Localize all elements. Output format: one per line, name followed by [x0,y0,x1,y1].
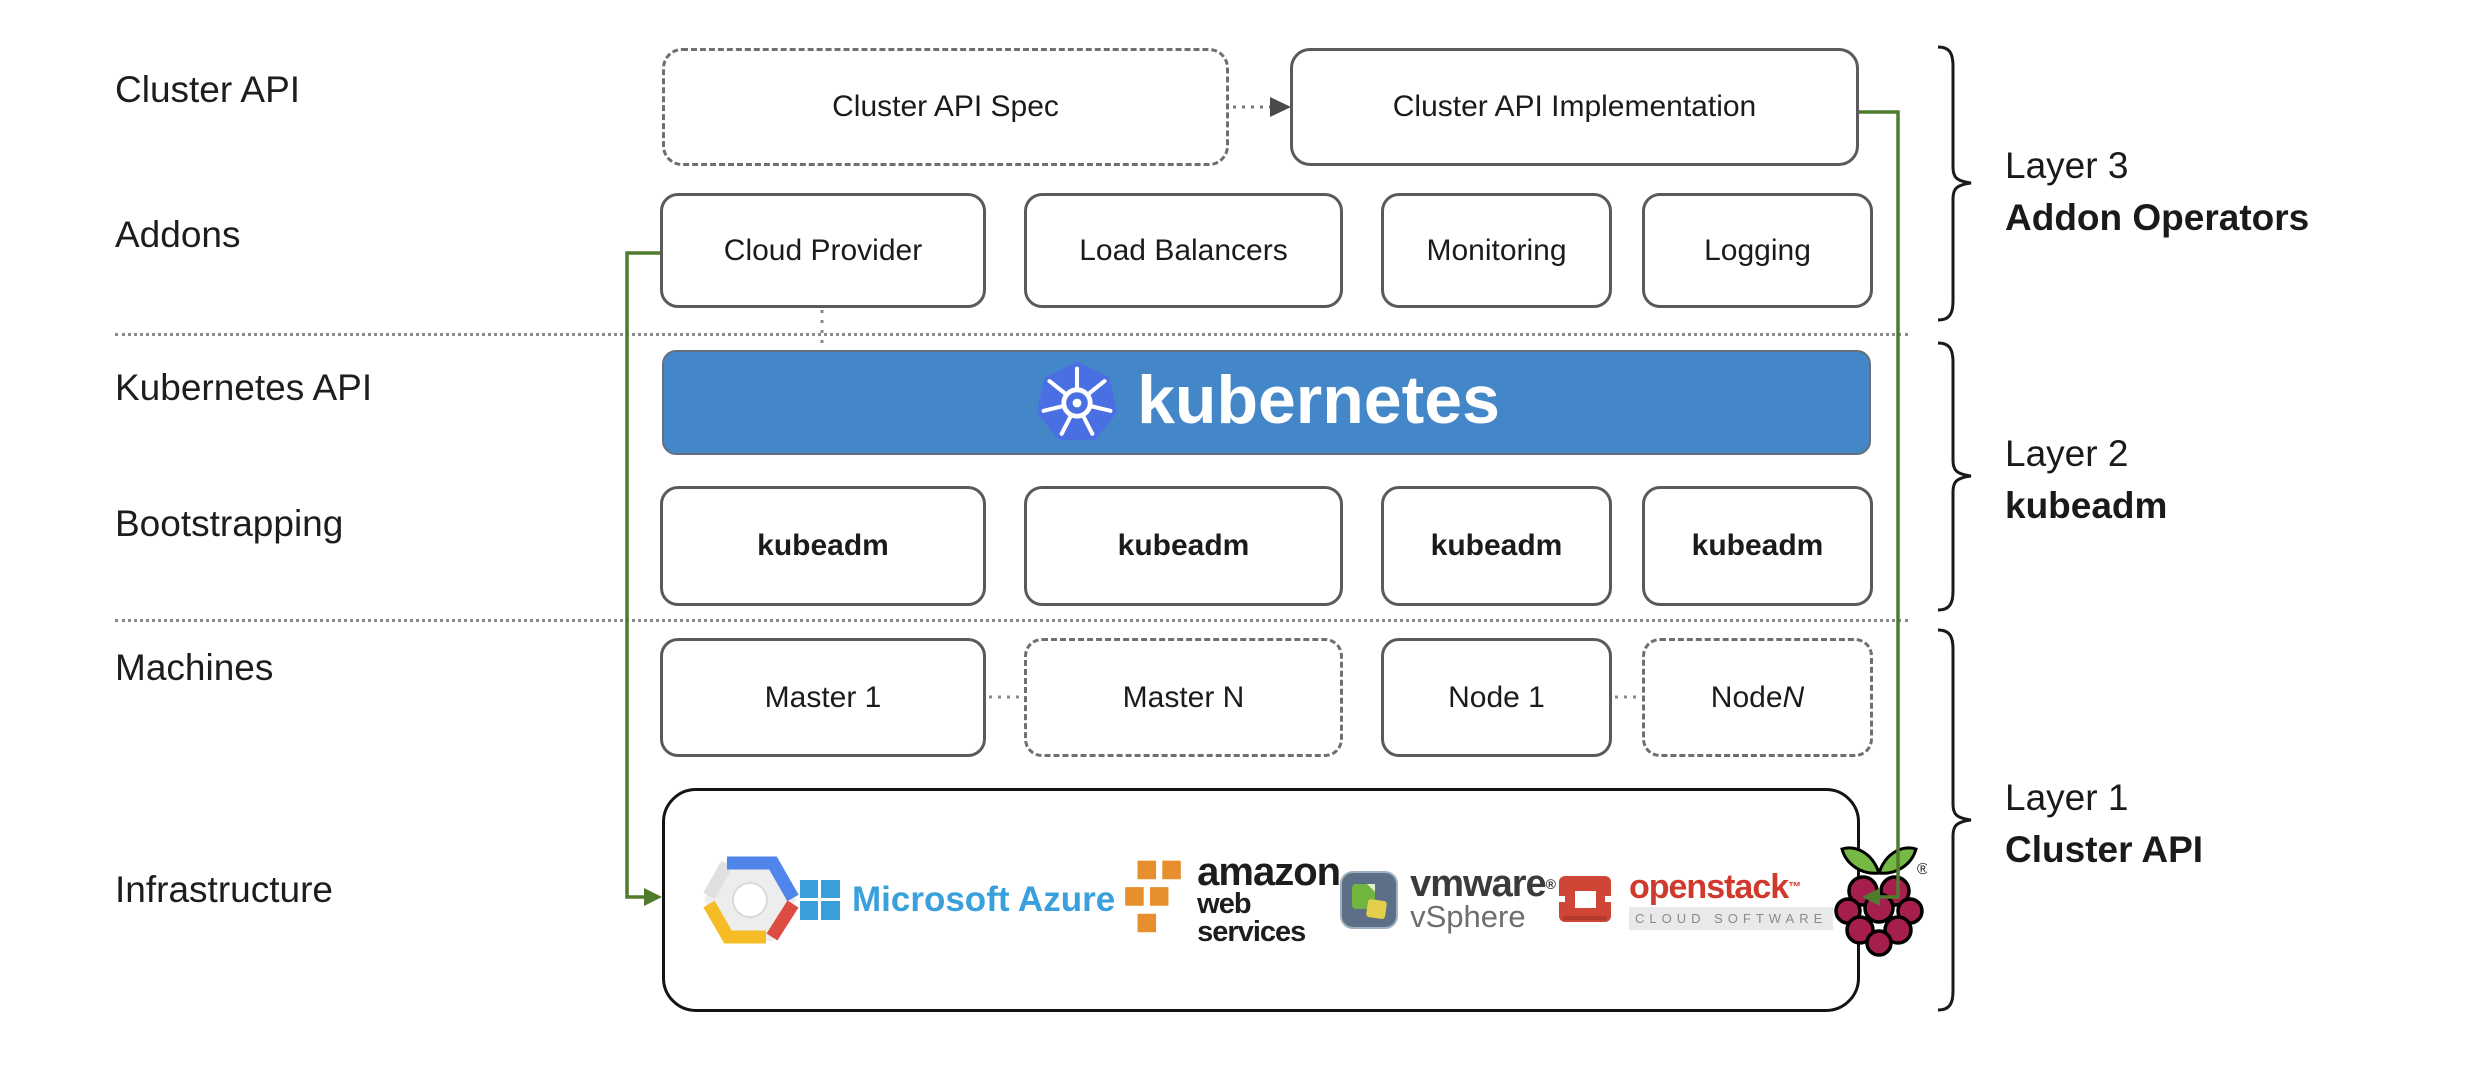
addons-box-logging: Logging [1642,193,1873,308]
cluster-api-implementation-box: Cluster API Implementation [1290,48,1859,166]
kubernetes-logo-icon [1033,359,1121,447]
dotted-separator-bottom [115,619,1908,622]
addons-box-cloud-provider: Cloud Provider [660,193,986,308]
kubeadm-box-1: kubeadm [660,486,986,606]
kubeadm-box-4: kubeadm [1642,486,1873,606]
green-arrowhead-left-icon [644,888,662,906]
cluster-api-spec-box: Cluster API Spec [662,48,1229,166]
vmware-label: vmware® [1410,865,1556,903]
row-label-infrastructure: Infrastructure [115,869,333,910]
microsoft-azure-icon [800,880,840,920]
vmware-wordmark: vmware [1410,863,1547,905]
provider-vmware: vmware® vSphere [1340,865,1556,934]
openstack-wordmark: openstack [1628,867,1789,906]
vsphere-label: vSphere [1410,899,1526,934]
layer-1-brace-icon [1937,628,1972,1012]
spec-to-impl-arrowhead-icon [1270,97,1291,117]
green-connector-left [625,251,660,899]
row-label-addons: Addons [115,214,241,255]
node-n-italic: N [1782,680,1805,714]
vmware-reg-mark: ® [1545,876,1556,892]
raspberry-pi-icon: ® [1833,842,1927,958]
layer-2-line1: Layer 2 [2005,433,2129,474]
addons-box-load-balancers: Load Balancers [1024,193,1343,308]
node-n-label: Node [1710,680,1783,714]
kubeadm-box-2: kubeadm [1024,486,1343,606]
layer-1-line2: Cluster API [2005,829,2204,870]
infrastructure-box [662,788,1860,1012]
layer-3-line2: Addon Operators [2005,197,2310,238]
aws-sublabel: web services [1197,888,1306,948]
kubernetes-wordmark: kubernetes [1137,361,1500,438]
machine-box-master-n: Master N [1024,638,1343,757]
machine-box-node-n: Node N [1642,638,1873,757]
layer-3-brace-icon [1937,45,1972,322]
provider-aws: amazon web services [1115,850,1341,948]
infrastructure-providers: Microsoft Azure amazon web services [700,788,1927,1012]
row-label-kubernetes-api: Kubernetes API [115,367,373,408]
layer-1-line1: Layer 1 [2005,777,2129,818]
aws-label: amazon [1197,850,1341,894]
azure-label: Microsoft Azure [852,880,1116,919]
rpi-registered-mark: ® [1917,861,1927,878]
kubeadm-box-3: kubeadm [1381,486,1612,606]
layer-2-brace-icon [1937,341,1972,612]
provider-openstack: openstack™ CLOUD SOFTWARE [1554,867,1834,930]
addons-box-monitoring: Monitoring [1381,193,1612,308]
dotted-separator-top [115,333,1908,336]
row-label-bootstrapping: Bootstrapping [115,503,344,544]
aws-cubes-icon [1115,853,1191,947]
layer-2-line2: kubeadm [2005,485,2168,526]
openstack-tm-mark: ™ [1788,878,1801,894]
provider-microsoft-azure: Microsoft Azure [800,880,1115,920]
row-label-cluster-api: Cluster API [115,69,301,110]
layer-2-label: Layer 2 kubeadm [2005,428,2475,532]
machine-box-node-1: Node 1 [1381,638,1612,757]
kubernetes-banner: kubernetes [662,350,1871,455]
provider-google-cloud [700,854,800,946]
openstack-tagline: CLOUD SOFTWARE [1628,906,1834,930]
google-cloud-icon [700,854,800,946]
machine-box-master-1: Master 1 [660,638,986,757]
vmware-icon [1340,871,1399,929]
row-label-machines: Machines [115,647,274,688]
layer-3-line1: Layer 3 [2005,145,2129,186]
provider-raspberry-pi: ® [1833,842,1927,958]
openstack-label: openstack™ [1628,867,1833,906]
layer-3-label: Layer 3 Addon Operators [2005,140,2475,244]
layer-1-label: Layer 1 Cluster API [2005,772,2475,876]
openstack-icon [1554,871,1617,929]
